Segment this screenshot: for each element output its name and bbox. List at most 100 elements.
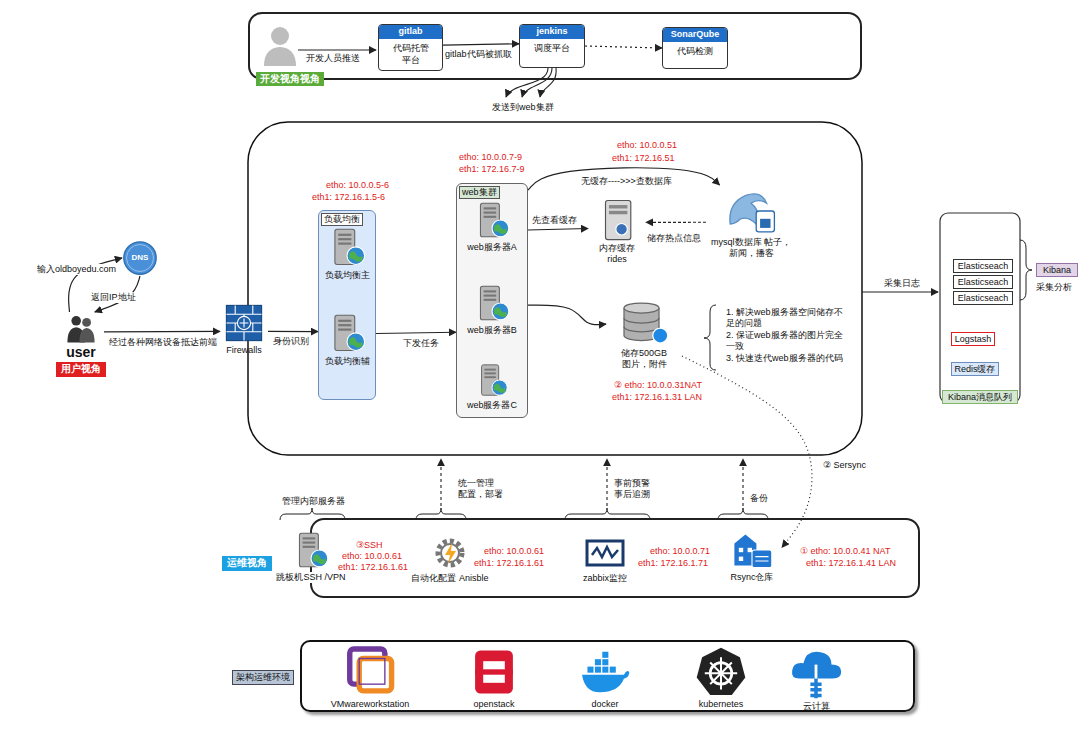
node-body: 调度平台 [520,39,584,58]
server-icon: web服务器A [456,200,528,253]
edge-label: 无缓存---->>>查数据库 [580,176,673,187]
icon-part [240,319,249,328]
bracket [704,305,716,370]
icon-part [475,650,513,693]
note-label: 开发人员推送 [306,53,360,64]
node-title: 负载均衡辅 [318,356,376,367]
icon-part [602,652,608,658]
platform-icon-graphic [786,645,846,701]
icon-part [624,318,659,332]
node-title: mysql数据库 帖子，新闻，播客 [711,237,791,260]
icon-part [602,667,608,673]
user-icon-graphic [58,312,104,344]
storage-icon-graphic [606,298,682,348]
ip-address: etho: 10.0.0.61 [484,546,544,557]
drawing-part [540,68,556,97]
icon-part [313,554,326,564]
icon-part [349,251,362,261]
connector [268,331,318,332]
node-title: 云计算 [786,701,846,712]
icon-part [445,543,456,564]
platform-icon: kubernetes [686,645,756,710]
icon-part [71,316,81,326]
note-label: 1. 解决web服务器空间储存不足的问题 [726,307,850,330]
icon-part [494,224,507,234]
icon-part [338,238,351,240]
icon-part [595,659,601,665]
icon-part [359,659,385,685]
platform-icon: 云计算 [786,645,846,712]
node-title: SonarQube [663,28,727,42]
tool-box: Elasticseach [953,259,1013,273]
platform-icon: docker [572,645,638,710]
dev-panel: 开发视角视角gitlab代码托管 平台jenkins调度平台SonarQube代… [248,12,862,80]
ip-address: eth1: 172.16.1.41 LAN [806,558,896,569]
ip-address: etho: 10.0.0.51 [617,140,677,151]
cache-icon-graphic [588,197,646,243]
ip-address: etho: 10.0.0.71 [650,546,710,557]
icon-part [582,671,629,692]
node-title: zabbix监控 [572,573,638,584]
icon-part [587,652,615,673]
icon-part [616,223,628,235]
server-icon-graphic [456,200,528,242]
icon-part [592,547,618,557]
ip-address: etho: 10.0.0.5-6 [326,180,389,191]
ip-address: ③SSH [356,540,383,551]
env-panel: 架构运维环境VMwareworkstationopenstackdockerku… [300,640,915,712]
note-label: 3. 快速迭代web服务器的代码 [726,353,866,364]
icon-part [237,316,250,329]
drawing-part [606,459,607,506]
icon-part [697,648,746,695]
icon-part [484,295,497,297]
tool-box: Logstash [951,332,995,346]
service-box: gitlab代码托管 平台 [378,24,443,71]
server-icon: 负载均衡主 [318,226,376,281]
connector [528,229,588,230]
icon-part [705,657,737,689]
icon-part [609,211,627,214]
developer-icon [264,27,296,66]
ip-address: eth1: 172.16.51 [612,153,675,164]
icon-part [226,305,261,340]
node-title: Rsync仓库 [722,572,782,583]
icon-part [484,212,497,214]
icon-part [303,542,316,544]
node-title: Elasticseach [958,276,1009,288]
firewall-icon-graphic [220,301,268,345]
icon-part [82,318,91,327]
icon-part [349,337,362,347]
icon-part [587,541,623,565]
icon-part [484,299,497,301]
node-body: 代码检测 [663,42,727,61]
connector [443,44,519,45]
edge-label: 返回IP地址 [90,292,137,303]
edge-label: ② Sersync [822,460,867,471]
drawing-part [522,68,552,97]
node-title: web服务器C [456,400,528,411]
drawing-part [271,27,289,45]
ip-address: eth1: 172.16.7-9 [459,164,525,175]
icon-part [760,219,770,228]
edge-label: 下发任务 [402,338,440,349]
platform-icon-graphic [462,645,526,699]
icon-part [475,669,513,674]
node-title: web集群 [459,186,500,199]
server-icon: web服务器B [456,283,528,336]
icon-part [748,548,752,552]
icon-part [587,667,593,673]
backup-icon: Rsync仓库 [722,528,782,583]
icon-part [792,652,841,679]
ip-address: etho: 10.0.0.61 [342,551,402,562]
icon-part [484,216,497,218]
server-icon: 跳板机SSH /VPN [268,530,354,583]
node-title: 架构运维环境 [232,670,294,685]
icon-part [755,557,768,561]
connector [528,305,606,325]
icon-part [610,667,616,673]
note-label: 管理内部服务器 [282,496,345,507]
icon-part [347,333,365,351]
backup-icon-graphic [722,528,782,572]
